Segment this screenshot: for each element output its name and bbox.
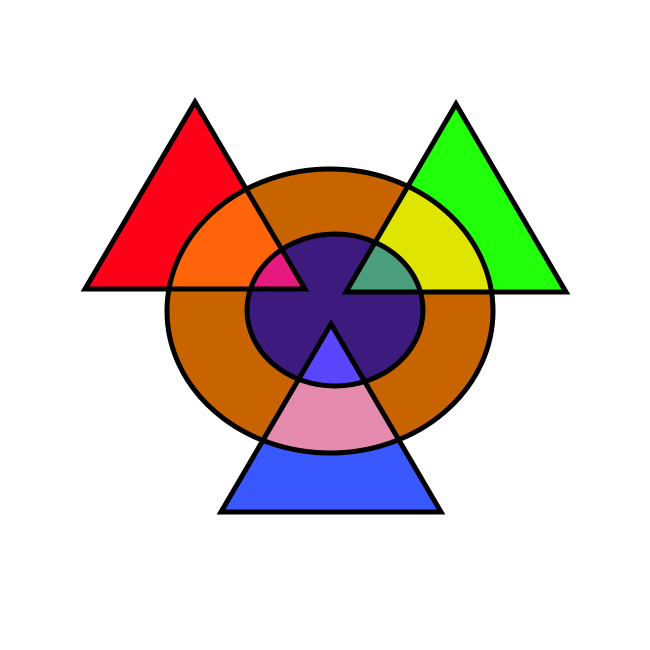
shape-outlines: [80, 97, 571, 515]
outer-ring-outline: [164, 166, 496, 456]
blue-ring-overlap: [221, 324, 441, 453]
inner-disc-outline: [244, 231, 426, 389]
green-triangle-outline: [341, 99, 571, 295]
red-triangle-outline: [80, 97, 310, 292]
blue-triangle-outline: [216, 319, 446, 515]
